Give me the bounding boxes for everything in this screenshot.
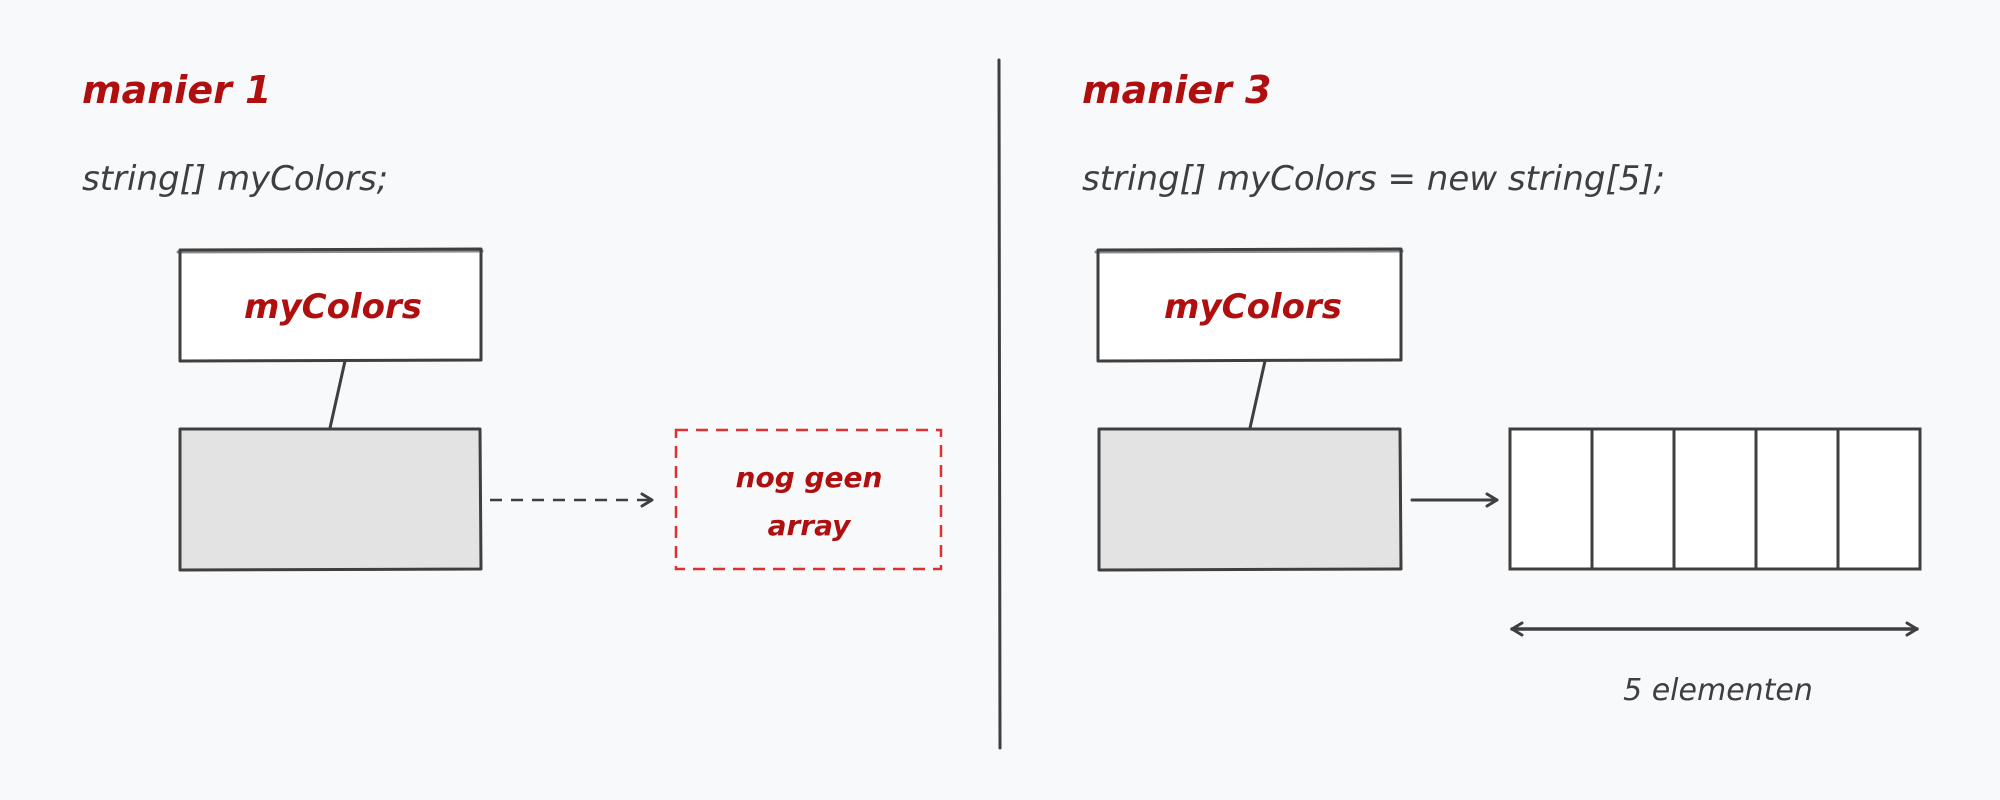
reference-box-1 — [178, 427, 483, 572]
array-cell-5 — [1836, 427, 1922, 571]
variable-box-3: myColors — [1094, 247, 1404, 363]
array-cell-2 — [1590, 427, 1676, 571]
array-block — [1508, 427, 1922, 571]
reference-box-3 — [1097, 427, 1403, 572]
array-cell-4 — [1754, 427, 1840, 571]
array-cell-3 — [1672, 427, 1758, 571]
code-declaration-1: string[] myColors; — [82, 159, 388, 199]
connector-line-1 — [328, 359, 347, 430]
panel-manier-1: manier 1 string[] myColors; myColors nog… — [82, 68, 943, 572]
variable-label-3: myColors — [1164, 287, 1342, 327]
elements-caption: 5 elementen — [1623, 673, 1813, 708]
note-line-1: nog geen — [736, 461, 883, 494]
array-cell-1 — [1508, 427, 1594, 571]
no-array-note: nog geen array — [674, 428, 943, 571]
note-line-2: array — [768, 509, 853, 542]
code-declaration-3: string[] myColors = new string[5]; — [1082, 159, 1665, 199]
panel-divider — [997, 58, 1002, 750]
connector-line-3 — [1248, 359, 1267, 430]
heading-manier-1: manier 1 — [82, 68, 272, 112]
variable-box-1: myColors — [176, 247, 484, 363]
panel-manier-3: manier 3 string[] myColors = new string[… — [1082, 68, 1922, 708]
variable-label-1: myColors — [244, 287, 422, 327]
heading-manier-3: manier 3 — [1082, 68, 1272, 112]
